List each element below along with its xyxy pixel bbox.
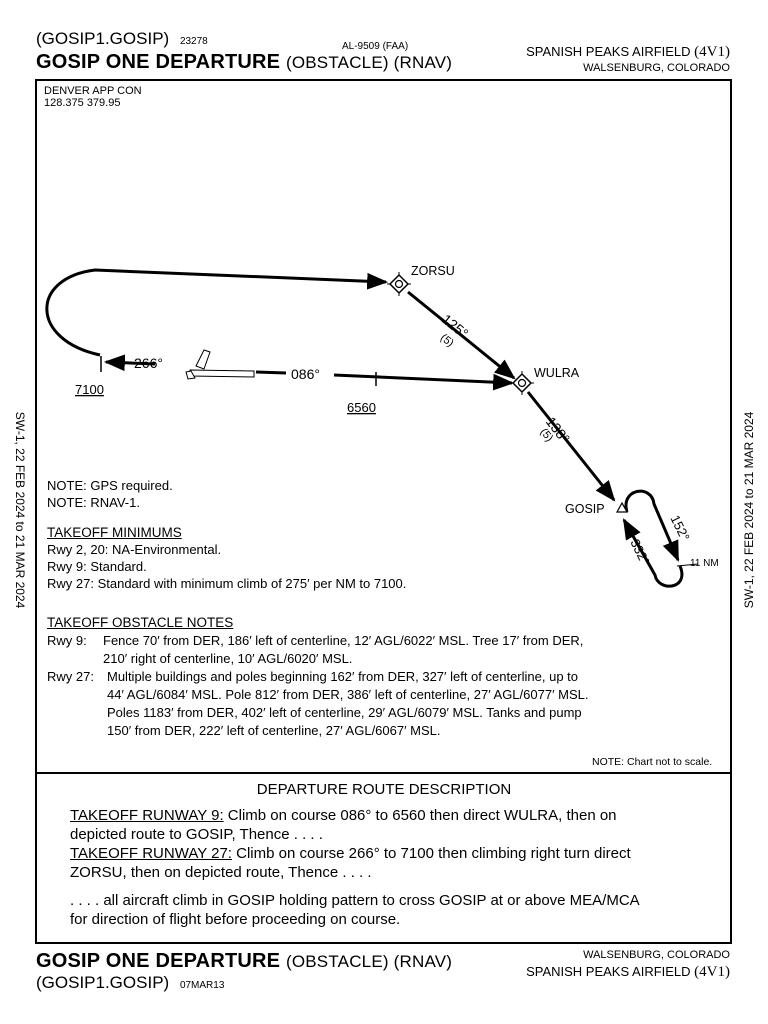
- header-title-suffix: (OBSTACLE) (RNAV): [285, 53, 453, 72]
- route-wulra-gosip: [526, 391, 616, 502]
- note-chart-scale: NOTE: Chart not to scale.: [592, 756, 713, 768]
- zorsu-label: ZORSU: [411, 264, 455, 278]
- plan-view: ZORSU WULRA GOSIP 125° (5) 138° (5) 332°…: [45, 264, 719, 588]
- notes-block: NOTE: GPS required. NOTE: RNAV-1.: [47, 477, 173, 511]
- chart-divider: [35, 772, 732, 774]
- route-final-line: . . . . all aircraft climb in GOSIP hold…: [70, 892, 640, 909]
- gosip-fix-symbol: [615, 501, 629, 513]
- route-west-turn: [45, 268, 389, 357]
- obstacle-rwy9-line: 210′ right of centerline, 10′ AGL/6020′ …: [103, 651, 353, 666]
- footer-title: GOSIP ONE DEPARTURE (OBSTACLE) (RNAV): [36, 950, 453, 972]
- route-description-title: DEPARTURE ROUTE DESCRIPTION: [256, 781, 512, 798]
- note-gps: NOTE: GPS required.: [47, 478, 173, 493]
- route-rwy27-line: TAKEOFF RUNWAY 27: Climb on course 266° …: [70, 845, 631, 862]
- header-al-number: AL-9509 (FAA): [342, 41, 409, 52]
- takeoff-minimums-line: Rwy 9: Standard.: [47, 559, 147, 574]
- takeoff-minimums-line: Rwy 2, 20: NA-Environmental.: [47, 542, 222, 557]
- note-rnav: NOTE: RNAV-1.: [47, 495, 140, 510]
- header-airfield-id: (4V1): [694, 44, 730, 60]
- footer-computer-code: (GOSIP1.GOSIP) 07MAR13: [36, 973, 225, 992]
- gosip-label: GOSIP: [565, 502, 605, 516]
- obstacle-rwy9-label: Rwy 9:: [47, 633, 87, 648]
- takeoff-minimums-heading: TAKEOFF MINIMUMS: [47, 525, 182, 540]
- obstacle-rwy27-label: Rwy 27:: [47, 669, 94, 684]
- course-086-label: 086°: [291, 366, 320, 382]
- wulra-label: WULRA: [534, 366, 580, 380]
- header-airfield: SPANISH PEAKS AIRFIELD (4V1): [526, 44, 730, 60]
- footer-airfield: SPANISH PEAKS AIRFIELD (4V1): [526, 964, 730, 980]
- obstacle-notes-heading: TAKEOFF OBSTACLE NOTES: [47, 615, 234, 630]
- route-rwy9-line: TAKEOFF RUNWAY 9: Climb on course 086° t…: [70, 807, 617, 824]
- route-description-body: TAKEOFF RUNWAY 9: Climb on course 086° t…: [70, 806, 640, 929]
- chart-frame: [35, 79, 732, 944]
- footer-city: WALSENBURG, COLORADO: [583, 949, 730, 961]
- obstacle-rwy27-line: Poles 1183′ from DER, 402′ left of cente…: [107, 705, 582, 720]
- header-title: GOSIP ONE DEPARTURE (OBSTACLE) (RNAV): [36, 51, 453, 73]
- takeoff-minimums: TAKEOFF MINIMUMS Rwy 2, 20: NA-Environme…: [47, 524, 406, 592]
- obstacle-rwy9-line: Rwy 9:Fence 70′ from DER, 186′ left of c…: [47, 633, 584, 648]
- comms-block: DENVER APP CON 128.375 379.95: [44, 85, 142, 109]
- route-rwy9-label: TAKEOFF RUNWAY 9:: [70, 807, 224, 824]
- hold-outbound-label: 152°: [667, 513, 692, 544]
- obstacle-rwy27-line: 150′ from DER, 222′ left of centerline, …: [107, 723, 441, 738]
- altitude-7100-label: 7100: [75, 382, 104, 397]
- footer-amendment-date: 07MAR13: [179, 980, 225, 991]
- takeoff-minimums-line: Rwy 27: Standard with minimum climb of 2…: [47, 576, 407, 591]
- route-rwy9-line2: depicted route to GOSIP, Thence . . . .: [70, 826, 323, 843]
- comms-facility: DENVER APP CON: [44, 85, 142, 97]
- course-266-line: [100, 354, 156, 372]
- hold-leg-label: 11 NM: [690, 558, 719, 569]
- header-number: 23278: [179, 36, 208, 47]
- altitude-6560-label: 6560: [347, 400, 376, 415]
- footer-airfield-id: (4V1): [694, 964, 730, 980]
- header-city: WALSENBURG, COLORADO: [583, 62, 730, 74]
- comms-frequencies: 128.375 379.95: [44, 97, 121, 109]
- footer-title-suffix: (OBSTACLE) (RNAV): [285, 952, 453, 971]
- airport-runway-symbol: [185, 349, 255, 380]
- header-computer-code: (GOSIP1.GOSIP) 23278: [36, 29, 208, 48]
- route-zorsu-wulra: [407, 290, 516, 380]
- obstacle-rwy27-line: 44′ AGL/6084′ MSL. Pole 812′ from DER, 3…: [107, 687, 589, 702]
- route-rwy27-label: TAKEOFF RUNWAY 27:: [70, 845, 232, 862]
- obstacle-rwy27-line: Rwy 27:Multiple buildings and poles begi…: [47, 669, 578, 684]
- course-086-line: [255, 370, 515, 391]
- course-266-label: 266°: [134, 355, 163, 371]
- route-final-line2: for direction of flight before proceedin…: [70, 911, 401, 928]
- wulra-fix-symbol: [510, 371, 534, 395]
- route-rwy27-line2: ZORSU, then on depicted route, Thence . …: [70, 864, 372, 881]
- holding-pattern: [622, 489, 699, 588]
- obstacle-notes: TAKEOFF OBSTACLE NOTES Rwy 9:Fence 70′ f…: [47, 614, 588, 740]
- zorsu-fix-symbol: [387, 272, 411, 296]
